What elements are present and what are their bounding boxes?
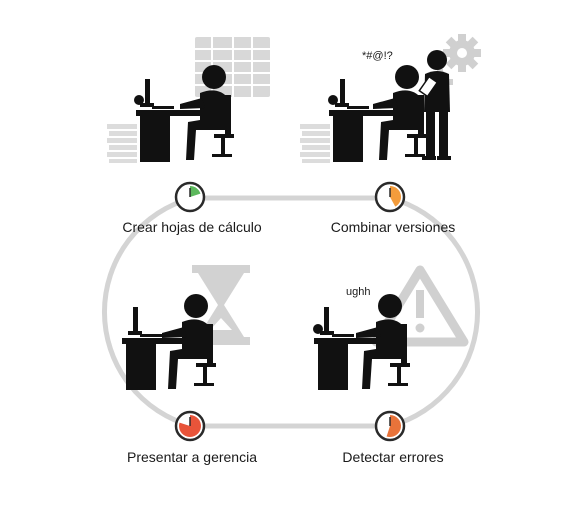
worker-at-desk-icon — [134, 65, 234, 162]
worker-at-desk-icon — [328, 65, 427, 162]
scene-combine — [300, 34, 481, 163]
hourglass-icon — [192, 265, 250, 345]
clock-sector-1 — [190, 186, 201, 197]
clock-icon-1 — [174, 181, 206, 213]
spreadsheet-icon — [195, 37, 270, 97]
combine-exclamation: *#@!? — [362, 50, 393, 62]
errors-exclamation: ughh — [346, 286, 371, 298]
step-label-combine: Combinar versiones — [330, 219, 456, 235]
step-label-create: Crear hojas de cálculo — [122, 219, 262, 235]
clock-icon-2 — [374, 181, 406, 213]
clock-icon-3 — [174, 410, 206, 442]
standing-person-icon — [418, 50, 451, 160]
step-label-errors: Detectar errores — [342, 449, 444, 465]
scene-errors — [313, 265, 469, 390]
paper-stack-icon — [107, 124, 137, 163]
scene-spreadsheet — [107, 37, 270, 163]
paper-stack-icon — [300, 124, 330, 163]
worker-at-desk-icon — [122, 294, 216, 390]
worker-at-desk-icon — [313, 294, 410, 390]
step-label-present: Presentar a gerencia — [127, 449, 257, 465]
scene-present — [122, 265, 250, 390]
clock-icon-4 — [374, 410, 406, 442]
clock-sector-2 — [390, 186, 402, 207]
